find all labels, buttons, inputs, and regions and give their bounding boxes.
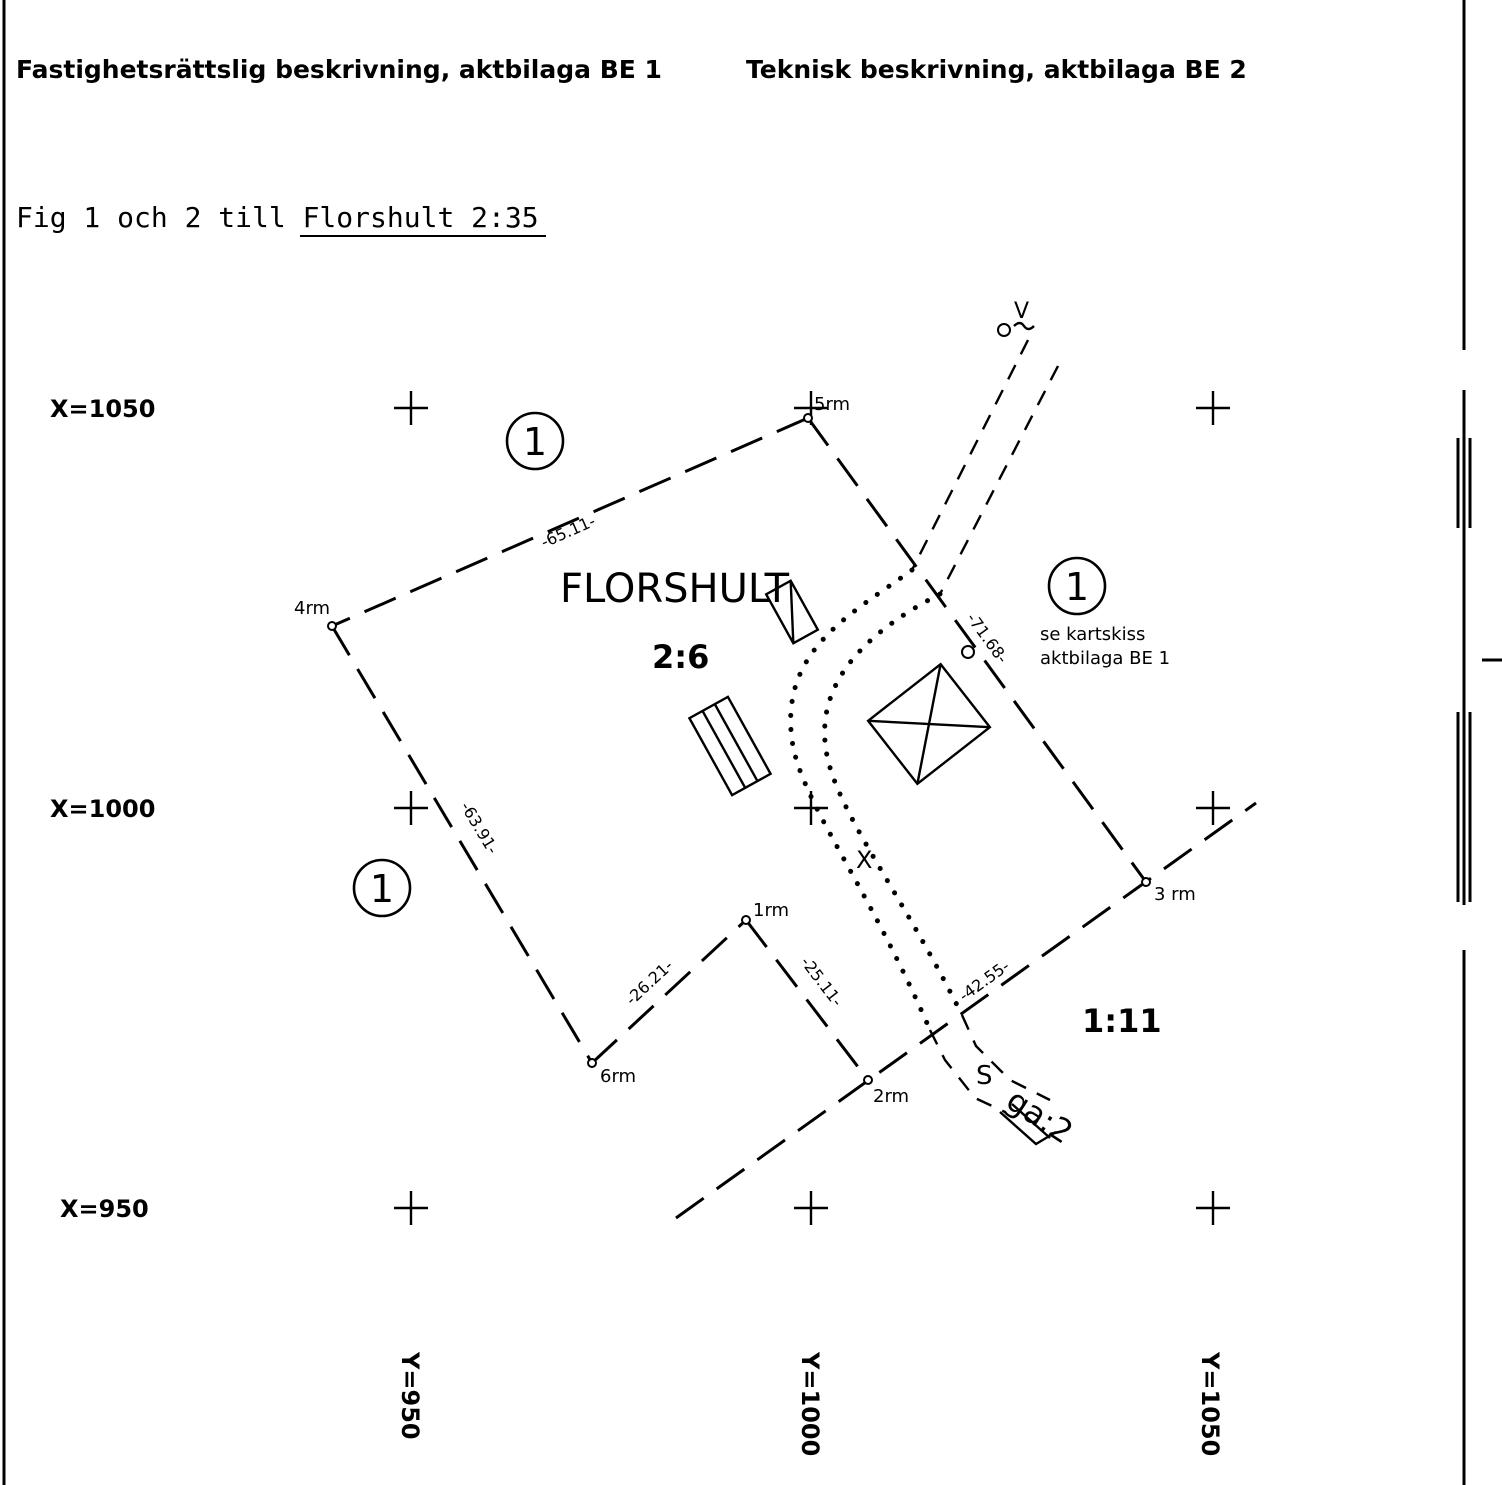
dimension-5-4: -65.11- [538, 511, 598, 551]
neighbor-marker-circle [1047, 556, 1107, 616]
boundary-4-6 [330, 625, 594, 1064]
survey-point-circle [961, 645, 975, 659]
boundary-6-1 [590, 918, 748, 1065]
point-label-6: 6rm [600, 1066, 636, 1087]
grid-cross [1196, 391, 1230, 425]
building-small [764, 579, 820, 645]
neighbor-note-line2: aktbilaga BE 1 [1040, 648, 1170, 669]
building-small-outline [764, 579, 820, 645]
boundary-1-2 [744, 919, 870, 1081]
building-striped-outline [687, 695, 773, 797]
boundary-point-4 [327, 621, 337, 631]
point-label-2: 2rm [873, 1086, 909, 1107]
y-grid-label: Y=1000 [796, 1351, 824, 1456]
boundary-2-3-extension [675, 801, 1257, 1220]
neighbor-marker: 1 [1047, 556, 1107, 616]
boundary-point-5 [803, 413, 813, 423]
grid-cross [1196, 791, 1230, 825]
building-main [866, 662, 992, 786]
point-label-3: 3 rm [1154, 884, 1196, 905]
road-label-v: V [1014, 299, 1029, 324]
header-left-title: Fastighetsrättslig beskrivning, aktbilag… [16, 55, 662, 84]
property-name: FLORSHULT [560, 566, 790, 612]
building-striped-line [701, 710, 747, 789]
road-v-tilde [1013, 321, 1035, 331]
boundary-5-3 [806, 417, 1148, 883]
road-edge-dotted [788, 567, 933, 1033]
neighbor-marker-circle [352, 858, 412, 918]
point-label-5: 5rm [814, 394, 850, 415]
neighbor-marker-text: 1 [370, 867, 394, 911]
road-edge-dashed [928, 1029, 1006, 1114]
neighbor-marker-circle [505, 411, 565, 471]
neighbor-parcel-label: 1:11 [1082, 1002, 1162, 1040]
neighbor-marker: 1 [505, 411, 565, 471]
grid-cross [394, 1191, 428, 1225]
easement-bracket [1011, 1103, 1051, 1139]
grid-crosses [394, 391, 1230, 1225]
neighbor-marker-text: 1 [523, 420, 547, 464]
building-striped [687, 695, 773, 797]
grid-cross [394, 791, 428, 825]
neighbor-note-line1: se kartskiss [1040, 624, 1145, 645]
point-label-4: 4rm [294, 598, 330, 619]
road-edge-dashed [960, 1014, 1051, 1102]
boundary-5-4 [331, 416, 809, 628]
road-label-s: S [976, 1061, 993, 1091]
road-edge-dashed [938, 365, 1060, 595]
point-label-1: 1rm [753, 900, 789, 921]
x-grid-label: X=1050 [50, 395, 155, 423]
building-small-diagonal [789, 580, 795, 644]
building-striped-line [713, 703, 759, 782]
road-label-x: X [856, 846, 872, 874]
access-road [788, 339, 1060, 1146]
x-grid-label: X=950 [60, 1195, 149, 1223]
property-number: 2:6 [652, 638, 709, 676]
grid-cross [1196, 1191, 1230, 1225]
buildings [687, 579, 992, 797]
figure-caption: Fig 1 och 2 till Florshult 2:35 [16, 201, 539, 234]
y-grid-label: Y=1050 [1196, 1351, 1224, 1456]
grid-cross [394, 391, 428, 425]
property-boundary [330, 416, 1257, 1220]
survey-point-v [997, 323, 1011, 337]
dimension-6-1: -26.21- [622, 956, 677, 1009]
boundary-point-1 [741, 915, 751, 925]
boundary-point-2 [863, 1075, 873, 1085]
building-main-diagonal [916, 663, 942, 785]
road-edge-dashed [910, 339, 1030, 571]
grid-cross [794, 1191, 828, 1225]
road-edge-dotted [822, 591, 965, 1018]
figure-caption-prefix: Fig 1 och 2 till [16, 201, 303, 234]
figure-caption-property: Florshult 2:35 [303, 201, 539, 234]
boundary-point-3 [1141, 877, 1151, 887]
y-grid-label: Y=950 [396, 1351, 424, 1440]
dimension-1-2: -25.11- [797, 953, 847, 1010]
x-grid-label: X=1000 [50, 795, 155, 823]
neighbor-marker: 1 [352, 858, 412, 918]
building-main-outline [866, 662, 992, 786]
header-right-title: Teknisk beskrivning, aktbilaga BE 2 [746, 55, 1247, 84]
boundary-point-6 [587, 1058, 597, 1068]
neighbor-marker-text: 1 [1065, 565, 1089, 609]
boundary-points [327, 323, 1151, 1085]
